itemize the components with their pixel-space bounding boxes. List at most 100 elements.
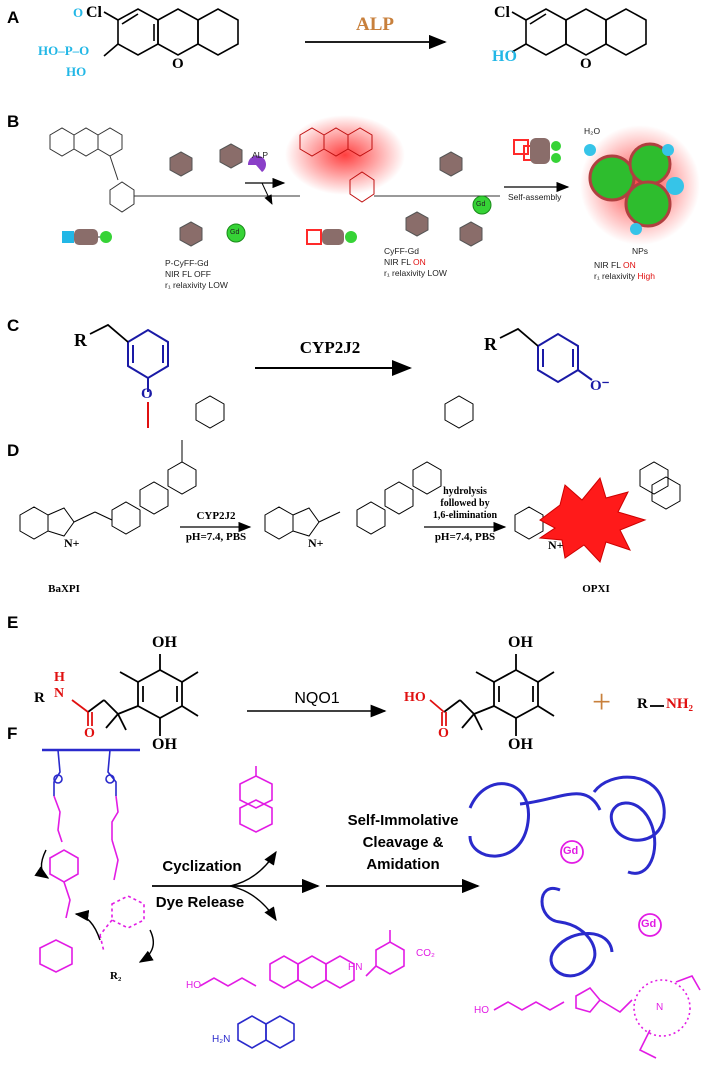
- final-fluorescence: NIR FL ON: [594, 260, 636, 270]
- panel-f-left-dashed-ring: [99, 895, 145, 953]
- self-assembly-label: Self-assembly: [508, 192, 562, 202]
- gd-chelate-product: [493, 975, 701, 1059]
- panel-f-product-polymer: [468, 775, 666, 978]
- self-assembly-stack-icon: [513, 138, 561, 164]
- panel-f-branch-down: [229, 885, 277, 922]
- gd-label-1: Gd: [563, 845, 579, 857]
- gd-ring-2: [638, 913, 662, 937]
- ho-label-product: HO: [474, 1005, 489, 1016]
- panel-label-f: F: [7, 724, 18, 743]
- probe-name: P-CyFF-Gd: [165, 258, 209, 268]
- product-cl-atom: Cl: [494, 4, 510, 21]
- e-amide-n: N: [54, 686, 65, 701]
- e-amine-nh2: NH₂: [666, 696, 693, 712]
- gd-chelate-probe: [226, 223, 246, 243]
- probe-relaxivity: r₁ relaxivity LOW: [165, 280, 228, 290]
- peptide-side-chains-probe: [169, 143, 243, 247]
- methoxy-oxygen: O: [141, 386, 153, 402]
- peptide-side-chains-intermediate: [405, 151, 483, 247]
- probe-cartoon: [62, 229, 112, 245]
- cyclization-label: Cyclization: [162, 858, 242, 875]
- d-arrow2-top3: 1,6-elimination: [432, 510, 498, 521]
- d-arrow1-bottom: pH=7.4, PBS: [185, 531, 247, 543]
- co2-label: CO₂: [416, 948, 435, 959]
- gd-label-2: Gd: [641, 918, 657, 930]
- cyclization-curve-arrow-3: [138, 929, 154, 963]
- self-immolative-label-3: Amidation: [366, 856, 440, 873]
- released-dye-fragment: [199, 955, 355, 989]
- phosphate-ho: HO: [66, 64, 87, 79]
- panel-label-d: D: [7, 441, 20, 460]
- r2-label: R₂: [110, 970, 122, 982]
- final-fl-prefix: NIR FL: [594, 260, 623, 270]
- panel-f-branch-up: [229, 850, 277, 887]
- e-oh-bottom-left: OH: [152, 736, 177, 753]
- ring-oxygen: O: [172, 56, 184, 72]
- n-plus-left: N+: [64, 536, 80, 550]
- intermediate-name: CyFF-Gd: [384, 246, 419, 256]
- final-relax-prefix: r₁ relaxivity: [594, 271, 638, 281]
- panel-d-intermediate: [264, 395, 474, 540]
- n-label-chelate: N: [656, 1002, 664, 1013]
- d-arrow2-top1: hydrolysis: [443, 486, 487, 497]
- d-arrow1-top: CYP2J2: [196, 510, 236, 522]
- intermediate-fluorescence: NIR FL ON: [384, 257, 426, 267]
- final-relaxivity: r₁ relaxivity High: [594, 271, 655, 281]
- panel-label-b: B: [7, 112, 20, 131]
- cl-atom: Cl: [86, 4, 102, 21]
- gd-chelate-intermediate: [472, 195, 492, 215]
- panel-f-left-blue-links: [53, 749, 117, 796]
- e-oh-top-left: OH: [152, 634, 177, 651]
- final-relax-state: High: [637, 271, 655, 281]
- h2n-label-coumarin: H₂N: [212, 1034, 231, 1045]
- cyp2j2-arrow-label: CYP2J2: [299, 338, 361, 357]
- e-plus-sign: +: [592, 684, 612, 721]
- n-plus-middle: N+: [308, 536, 324, 550]
- nanoparticles-cluster: [580, 125, 700, 245]
- alp-arrow-label: ALP: [356, 14, 394, 35]
- e-acid-o: O: [438, 726, 449, 741]
- intermediate-fl-state: ON: [412, 257, 426, 267]
- nps-label: NPs: [632, 246, 649, 256]
- gd-ring-1: [560, 840, 584, 864]
- d-arrow2-top2: followed by: [440, 498, 490, 509]
- panel-e-reactant: [87, 654, 199, 736]
- intermediate-cartoon: [306, 229, 357, 245]
- cyclization-curve-arrow-2: [74, 910, 101, 941]
- e-oh-bottom-right: OH: [508, 736, 533, 753]
- d-arrow2-bottom: pH=7.4, PBS: [434, 531, 496, 543]
- self-immolative-label-2: Cleavage &: [362, 834, 444, 851]
- panel-c-product-linker: [499, 327, 539, 347]
- product-hydroxyl: HO: [492, 48, 517, 65]
- panel-a-reactant: [103, 8, 239, 57]
- panel-a-product: [511, 8, 647, 56]
- phosphate-group: HO–P–O: [38, 43, 90, 58]
- final-fl-state: ON: [622, 260, 636, 270]
- intermediate-fl-prefix: NIR FL: [384, 257, 413, 267]
- e-oh-top-right: OH: [508, 634, 533, 651]
- released-coumarin-fragment: [237, 1015, 295, 1049]
- phenolate-oxygen: O⁻: [590, 378, 610, 394]
- probe-fluorescence: NIR FL OFF: [165, 269, 211, 279]
- self-immolative-label-1: Self-Immolative: [347, 812, 459, 829]
- compound-name-opxi: OPXI: [582, 583, 610, 595]
- n-plus-right: N+: [548, 538, 564, 552]
- panel-c-reactant-linker: [89, 323, 129, 343]
- panel-e-acid: [429, 699, 447, 726]
- panel-b-intermediate-structure: [285, 115, 500, 203]
- panel-e-amide-bonds: [71, 699, 93, 726]
- alp-enzyme-label: ALP: [252, 150, 269, 160]
- panel-c-reactant: [127, 328, 169, 392]
- e-acid-ho: HO: [404, 690, 426, 705]
- quinone-methide-fragment: [365, 930, 405, 977]
- released-cyclic-fragment: [239, 766, 273, 833]
- panel-c-product: [537, 332, 593, 384]
- water-label: H₂O: [584, 126, 601, 136]
- fluorescence-burst-icon: [538, 476, 647, 563]
- phosphate-o: O: [73, 5, 84, 20]
- ho-label-dye: HO: [186, 980, 201, 991]
- gd-label-probe: Gd: [230, 229, 240, 236]
- panel-e-product: [443, 654, 555, 736]
- panel-label-e: E: [7, 613, 19, 632]
